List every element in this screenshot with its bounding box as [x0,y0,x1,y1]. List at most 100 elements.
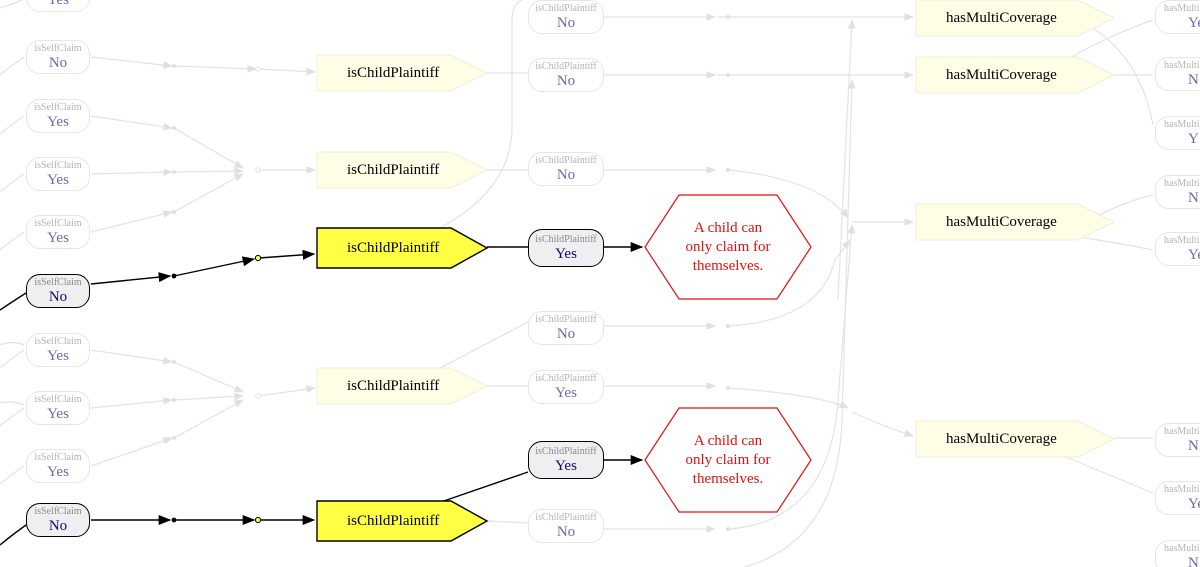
edge [837,19,856,301]
edge [729,224,856,530]
edge [1084,22,1154,126]
answer-node[interactable]: hasMultiCN [1155,175,1200,209]
answer-node-value: No [556,325,576,342]
outcome-node-label: A child can only claim for themselves. [685,432,771,487]
outcome-node-label: A child can only claim for themselves. [685,219,771,274]
question-node-label[interactable]: hasMultiCoverage [946,66,1057,83]
answer-node-variable: isChildPlaintiff [535,2,597,14]
edge [173,392,244,401]
outcome-node-shape[interactable] [644,194,812,300]
answer-node-variable: hasMultiC [1164,59,1200,71]
edge [439,0,523,229]
answer-node[interactable]: hasMultiCYe [1155,0,1200,34]
answer-node-value: Ye [1188,495,1200,512]
question-node-shape[interactable] [915,56,1116,94]
question-node-label[interactable]: isChildPlaintiff [347,377,440,394]
question-node-shape[interactable] [316,500,489,542]
edge [1065,19,1154,61]
answer-node[interactable]: hasMultiCN [1155,540,1200,567]
question-node-label[interactable]: isChildPlaintiff [347,64,440,81]
answer-node[interactable]: hasMultiCYe [1155,481,1200,515]
junction-dot [255,393,261,399]
answer-node-value: Yes [555,384,577,401]
junction-dot [171,517,177,523]
answer-node-value: Yes [47,171,69,188]
answer-node-value: Yes [1188,246,1200,263]
junction-dot [172,436,176,440]
edge [173,256,256,277]
question-node-label[interactable]: isChildPlaintiff [347,239,440,256]
answer-node[interactable]: hasMultiCN [1155,57,1200,91]
answer-node-variable: isChildPlaintiff [535,511,597,523]
edge [90,168,173,177]
junction-dot [254,516,262,524]
answer-node-variable: hasMultiC [1164,2,1200,14]
question-node-shape[interactable] [915,203,1116,241]
question-node-shape[interactable] [915,0,1116,37]
answer-node[interactable]: hasMultiCYes [1155,232,1200,266]
edge [729,387,849,409]
answer-node-value: No [556,166,576,183]
question-node-shape[interactable] [316,367,489,405]
edge [173,361,244,393]
edge [0,56,25,76]
junction-dot [172,126,176,130]
answer-node-value: No [556,14,576,31]
answer-node[interactable]: hasMultiCY [1155,116,1200,150]
edge [258,249,316,260]
question-node-shape[interactable] [316,54,489,92]
answer-node-variable: hasMultiC [1164,483,1200,495]
edge [90,349,173,365]
answer-node-variable: isChildPlaintiff [535,313,597,325]
answer-node-variable: hasMultiC [1164,542,1200,554]
answer-node-variable: isChildPlaintiff [535,233,597,245]
edge [744,79,856,567]
edge [90,437,173,467]
question-node-shape[interactable] [316,151,489,189]
junction-dot [172,170,176,174]
question-node-shape[interactable] [316,227,489,269]
edge [0,292,27,311]
answer-node-value: Yes [555,245,577,262]
edge [90,210,173,233]
answer-node-value: Yes [47,113,69,130]
edge [0,465,25,485]
answer-node-variable: isSelfClaim [34,335,82,347]
question-node-label[interactable]: isChildPlaintiff [347,161,440,178]
junction-dot [726,386,730,390]
question-node-shape[interactable] [915,420,1116,458]
question-node-label[interactable]: hasMultiCoverage [946,430,1057,447]
edge [0,0,24,9]
question-node-label[interactable]: hasMultiCoverage [946,213,1057,230]
answer-node-value: No [48,288,68,305]
answer-node[interactable]: hasMultiCN [1155,423,1200,457]
answer-node-value: Yes [47,463,69,480]
answer-node-value: Yes [47,405,69,422]
answer-node-value: Yes [47,347,69,364]
answer-node-variable: isSelfClaim [34,159,82,171]
edge [257,67,316,76]
question-node-label[interactable]: isChildPlaintiff [347,512,440,529]
answer-node-value: No [556,523,576,540]
question-node-label[interactable]: hasMultiCoverage [946,9,1057,26]
edge [0,173,25,193]
outcome-node-shape[interactable] [644,407,812,513]
